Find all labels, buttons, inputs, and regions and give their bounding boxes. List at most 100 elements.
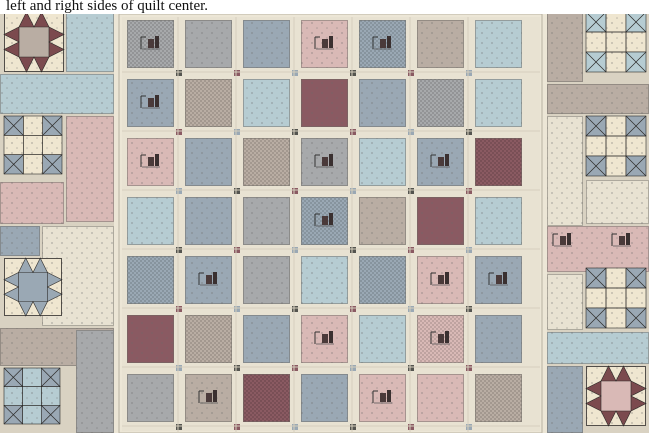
quilt-block: [185, 315, 232, 363]
quilt-block: [475, 138, 522, 186]
cornerstone: [466, 129, 472, 135]
cornerstone: [292, 306, 298, 312]
cornerstone: [466, 70, 472, 76]
quilt-block: [359, 197, 406, 245]
cornerstone: [466, 424, 472, 430]
cornerstone: [466, 306, 472, 312]
cornerstone: [176, 424, 182, 430]
cornerstone: [408, 129, 414, 135]
cornerstone: [176, 70, 182, 76]
quilt-block: [301, 374, 348, 422]
star-block: [586, 366, 646, 426]
quilt-block: [243, 315, 290, 363]
quilt-block: [417, 79, 464, 127]
cornerstone: [176, 188, 182, 194]
quilt-block: [359, 256, 406, 304]
quilt-block: [475, 79, 522, 127]
cornerstone: [234, 424, 240, 430]
cornerstone: [292, 188, 298, 194]
quilt-block: [475, 315, 522, 363]
border-strip: [547, 12, 583, 82]
quilt-block: [301, 79, 348, 127]
quilt-block: [359, 138, 406, 186]
cornerstone: [234, 188, 240, 194]
cornerstone: [176, 306, 182, 312]
quilt-block: [185, 79, 232, 127]
quilt-block: [243, 138, 290, 186]
crossed-block: [586, 116, 646, 176]
border-strip: [547, 84, 649, 114]
cornerstone: [234, 306, 240, 312]
quilt-block: [243, 256, 290, 304]
crossed-block: [586, 12, 646, 72]
cornerstone: [466, 247, 472, 253]
cornerstone: [408, 424, 414, 430]
cornerstone: [466, 188, 472, 194]
border-strip: [0, 226, 40, 256]
cornerstone: [292, 129, 298, 135]
cornerstone: [350, 306, 356, 312]
border-strip: [586, 180, 649, 224]
cornerstone: [234, 365, 240, 371]
quilt-block: [475, 20, 522, 68]
quilt-block: [417, 197, 464, 245]
cornerstone: [408, 306, 414, 312]
border-strip: [547, 366, 583, 433]
quilt-block: [359, 315, 406, 363]
quilt-block: [185, 20, 232, 68]
crossed-block: [586, 268, 646, 328]
cornerstone: [350, 70, 356, 76]
border-strip: [66, 116, 114, 222]
border-strip: [66, 12, 114, 72]
quilt-block: [359, 79, 406, 127]
quilt-block: [127, 315, 174, 363]
quilt-block: [417, 374, 464, 422]
cornerstone: [350, 365, 356, 371]
cornerstone: [292, 365, 298, 371]
cornerstone: [408, 70, 414, 76]
border-strip: [76, 330, 114, 433]
cornerstone: [408, 247, 414, 253]
quilt-block: [243, 79, 290, 127]
quilt-block: [417, 20, 464, 68]
quilt-block: [475, 374, 522, 422]
crossed-block: [4, 368, 60, 424]
cornerstone: [292, 247, 298, 253]
quilt-block: [243, 374, 290, 422]
border-strip: [0, 182, 64, 224]
quilt-center: [114, 10, 547, 433]
quilt-block: [243, 20, 290, 68]
border-strip: [547, 226, 649, 272]
border-strip: [0, 74, 114, 114]
cornerstone: [176, 129, 182, 135]
cornerstone: [176, 247, 182, 253]
border-strip: [547, 332, 649, 364]
quilt-block: [127, 197, 174, 245]
quilt-block: [127, 256, 174, 304]
cornerstone: [408, 365, 414, 371]
cornerstone: [234, 247, 240, 253]
quilt-block: [185, 138, 232, 186]
cornerstone: [234, 129, 240, 135]
star-block: [4, 258, 62, 316]
cornerstone: [350, 129, 356, 135]
quilt-block: [301, 256, 348, 304]
cornerstone: [350, 188, 356, 194]
cornerstone: [350, 247, 356, 253]
cornerstone: [292, 70, 298, 76]
cornerstone: [466, 365, 472, 371]
right-border-panel: [547, 0, 649, 433]
quilt-block: [185, 197, 232, 245]
quilt-block: [475, 197, 522, 245]
cornerstone: [234, 70, 240, 76]
left-border-panel: [0, 0, 114, 433]
border-strip: [547, 274, 583, 330]
cornerstone: [350, 424, 356, 430]
border-strip: [547, 116, 583, 226]
quilt-block: [127, 374, 174, 422]
crossed-block: [4, 116, 62, 174]
caption-text: left and right sides of quilt center.: [0, 0, 649, 14]
cornerstone: [408, 188, 414, 194]
quilt-block: [243, 197, 290, 245]
